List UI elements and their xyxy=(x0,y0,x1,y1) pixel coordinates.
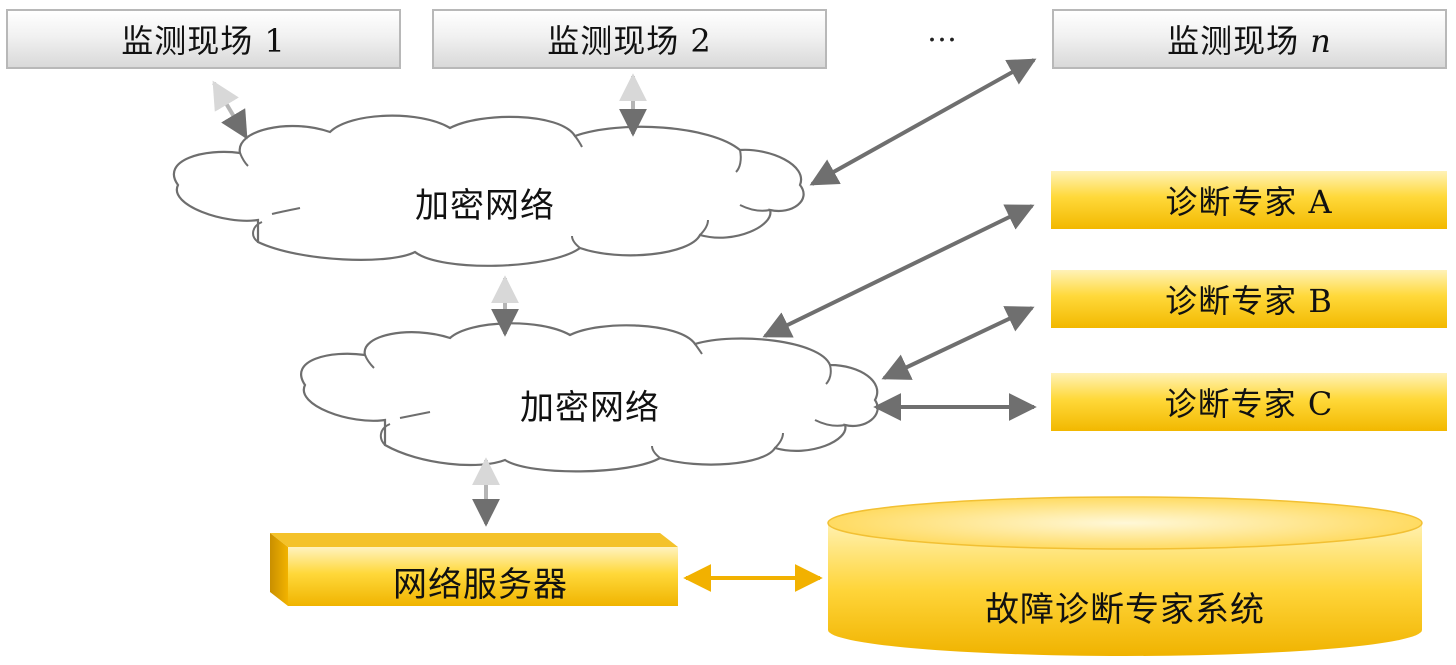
arrow-siten-cloud xyxy=(809,58,1037,186)
encrypted-network-label-lower: 加密网络 xyxy=(520,388,660,428)
network-server-label: 网络服务器 xyxy=(393,565,568,605)
diagnostic-expert-b-label: 诊断专家 B xyxy=(1165,282,1333,320)
monitoring-site-2-label: 监测现场 2 xyxy=(547,22,712,60)
diagnostic-expert-a: 诊断专家 A xyxy=(1051,171,1447,229)
monitoring-site-n: 监测现场 n xyxy=(1052,9,1447,69)
arrow-cloud-expert-a xyxy=(762,204,1035,338)
diagnostic-expert-c: 诊断专家 C xyxy=(1051,373,1447,431)
encrypted-network-label-upper: 加密网络 xyxy=(415,186,555,226)
monitoring-site-n-label: 监测现场 n xyxy=(1167,22,1332,60)
expert-system-database xyxy=(827,496,1423,656)
diagnostic-expert-a-label: 诊断专家 A xyxy=(1165,183,1333,221)
arrow-site1-cloud xyxy=(212,80,248,140)
monitoring-site-1-label: 监测现场 1 xyxy=(121,22,286,60)
diagnostic-expert-b: 诊断专家 B xyxy=(1051,270,1447,328)
network-server-box xyxy=(270,533,678,606)
diagnostic-expert-c-label: 诊断专家 C xyxy=(1164,385,1334,423)
ellipsis-mark: … xyxy=(927,14,957,49)
monitoring-site-1: 监测现场 1 xyxy=(6,9,401,69)
arrow-cloud-expert-b xyxy=(881,306,1035,380)
expert-system-label: 故障诊断专家系统 xyxy=(985,590,1265,630)
encrypted-network-cloud-lower xyxy=(300,322,879,473)
monitoring-site-2: 监测现场 2 xyxy=(432,9,827,69)
encrypted-network-cloud-upper xyxy=(172,114,805,267)
